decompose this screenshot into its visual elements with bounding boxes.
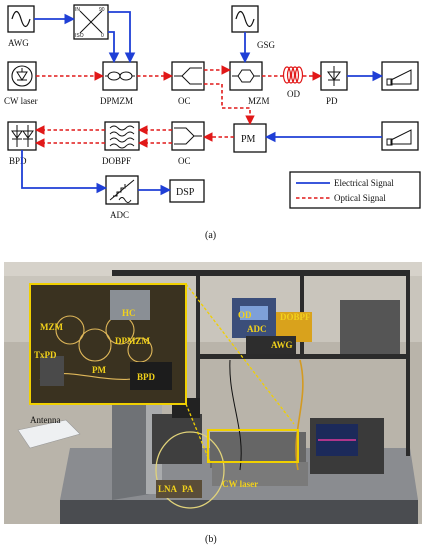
legend: Electrical Signal Optical Signal <box>289 171 421 209</box>
photo-label-adc: ADC <box>247 324 267 334</box>
pm-label: PM <box>241 134 256 145</box>
photo-label-cw-laser: CW laser <box>222 479 258 489</box>
od-label: OD <box>287 89 300 99</box>
legend-electrical: Electrical Signal <box>334 178 394 188</box>
bpd-label: BPD <box>9 156 27 166</box>
dobpf-label: DOBPF <box>102 156 131 166</box>
cw-laser-block: CW laser <box>4 61 38 106</box>
photo-label-hc: HC <box>122 308 136 318</box>
photo-label-od: OD <box>238 310 252 320</box>
oc-bottom-label: OC <box>178 156 191 166</box>
photo-label-lna: LNA <box>158 484 178 494</box>
pm-block: PM <box>233 123 267 153</box>
oc-bottom-block: OC <box>171 121 205 166</box>
photo-label-pm: PM <box>92 365 106 375</box>
mzm-label: MZM <box>248 96 270 106</box>
tx-antenna-icon <box>381 61 419 91</box>
coupler-port-90: 90 <box>99 7 105 13</box>
oc-top-label: OC <box>178 96 191 106</box>
panel-a-diagram: AWG IN 90 ISO 0 CW laser DPMZM <box>4 4 421 241</box>
caption-b: (b) <box>205 534 217 545</box>
hybrid-coupler: IN 90 ISO 0 <box>73 4 109 40</box>
photo-label-bpd: BPD <box>137 372 156 382</box>
dsp-block: DSP <box>169 179 205 203</box>
dobpf-block: DOBPF <box>102 121 140 166</box>
caption-a: (a) <box>205 230 216 241</box>
photo-label-dobpf: DOBPF <box>280 312 311 322</box>
photo-label-txpd: TxPD <box>34 350 57 360</box>
coupler-port-in: IN <box>75 7 80 13</box>
legend-optical: Optical Signal <box>334 193 386 203</box>
cw-laser-label: CW laser <box>4 96 38 106</box>
optical-connections <box>35 65 322 148</box>
sine-wave-icon <box>235 10 255 28</box>
gsg-block: GSG <box>231 5 276 50</box>
photo-label-awg: AWG <box>271 340 293 350</box>
sine-wave-icon <box>11 10 31 28</box>
filter-icon <box>109 125 135 149</box>
photodiode-icon <box>327 66 341 86</box>
photo-label-dpmzm: DPMZM <box>115 336 150 346</box>
coupler-port-0: 0 <box>101 33 104 39</box>
oc-top-block: OC <box>171 61 205 106</box>
pd-label: PD <box>326 96 338 106</box>
dpmzm-block: DPMZM <box>100 61 138 106</box>
awg-block: AWG <box>7 5 35 48</box>
photo-label-mzm: MZM <box>40 322 63 332</box>
photo-label-antenna: Antenna <box>30 415 61 425</box>
dpmzm-label: DPMZM <box>100 96 133 106</box>
od-fiber-coil: OD <box>282 66 304 99</box>
rx-antenna-icon <box>381 121 419 151</box>
gsg-label: GSG <box>257 40 276 50</box>
electrical-connections <box>21 11 384 196</box>
dsp-label: DSP <box>176 187 195 198</box>
adc-label: ADC <box>110 210 129 220</box>
mzm-block: MZM <box>229 61 270 106</box>
panel-b-photo: MZM HC DPMZM TxPD PM BPD OD ADC DOBPF AW… <box>4 262 422 545</box>
laser-diode-icon <box>16 68 28 81</box>
photo-label-pa: PA <box>182 484 194 494</box>
coupler-port-iso: ISO <box>75 33 84 39</box>
bpd-block: BPD <box>7 121 37 166</box>
pd-block: PD <box>320 61 348 106</box>
adc-block: ADC <box>105 175 139 220</box>
awg-label: AWG <box>8 38 29 48</box>
